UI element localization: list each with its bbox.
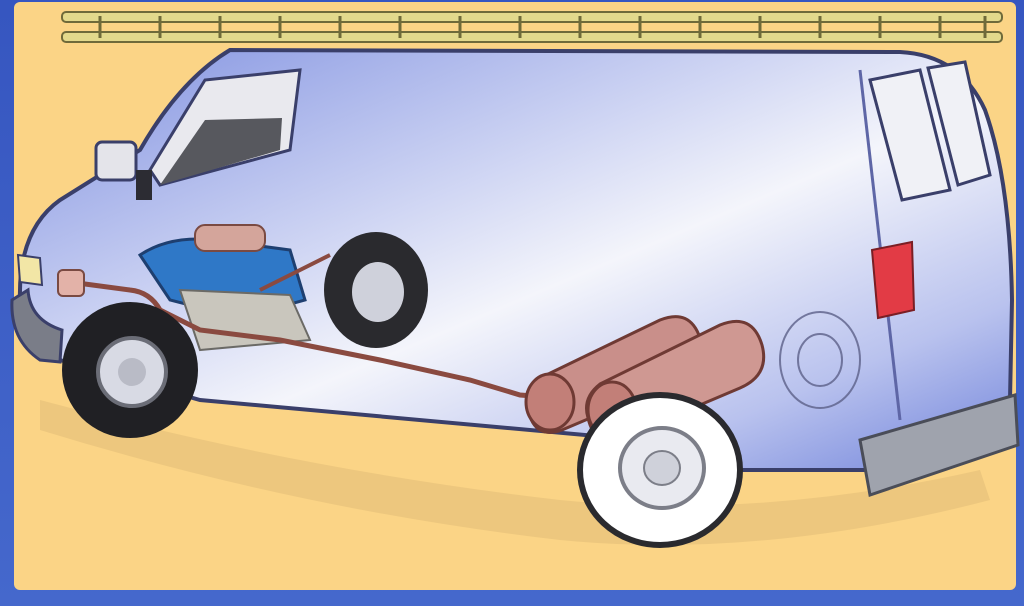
headlight: [18, 255, 42, 285]
front-wheel-icon: [62, 302, 198, 438]
rear-wheel-icon: [580, 395, 740, 545]
taillight-icon: [872, 242, 914, 318]
wheel-icon: [324, 232, 428, 348]
fuel-connector: [58, 270, 84, 296]
